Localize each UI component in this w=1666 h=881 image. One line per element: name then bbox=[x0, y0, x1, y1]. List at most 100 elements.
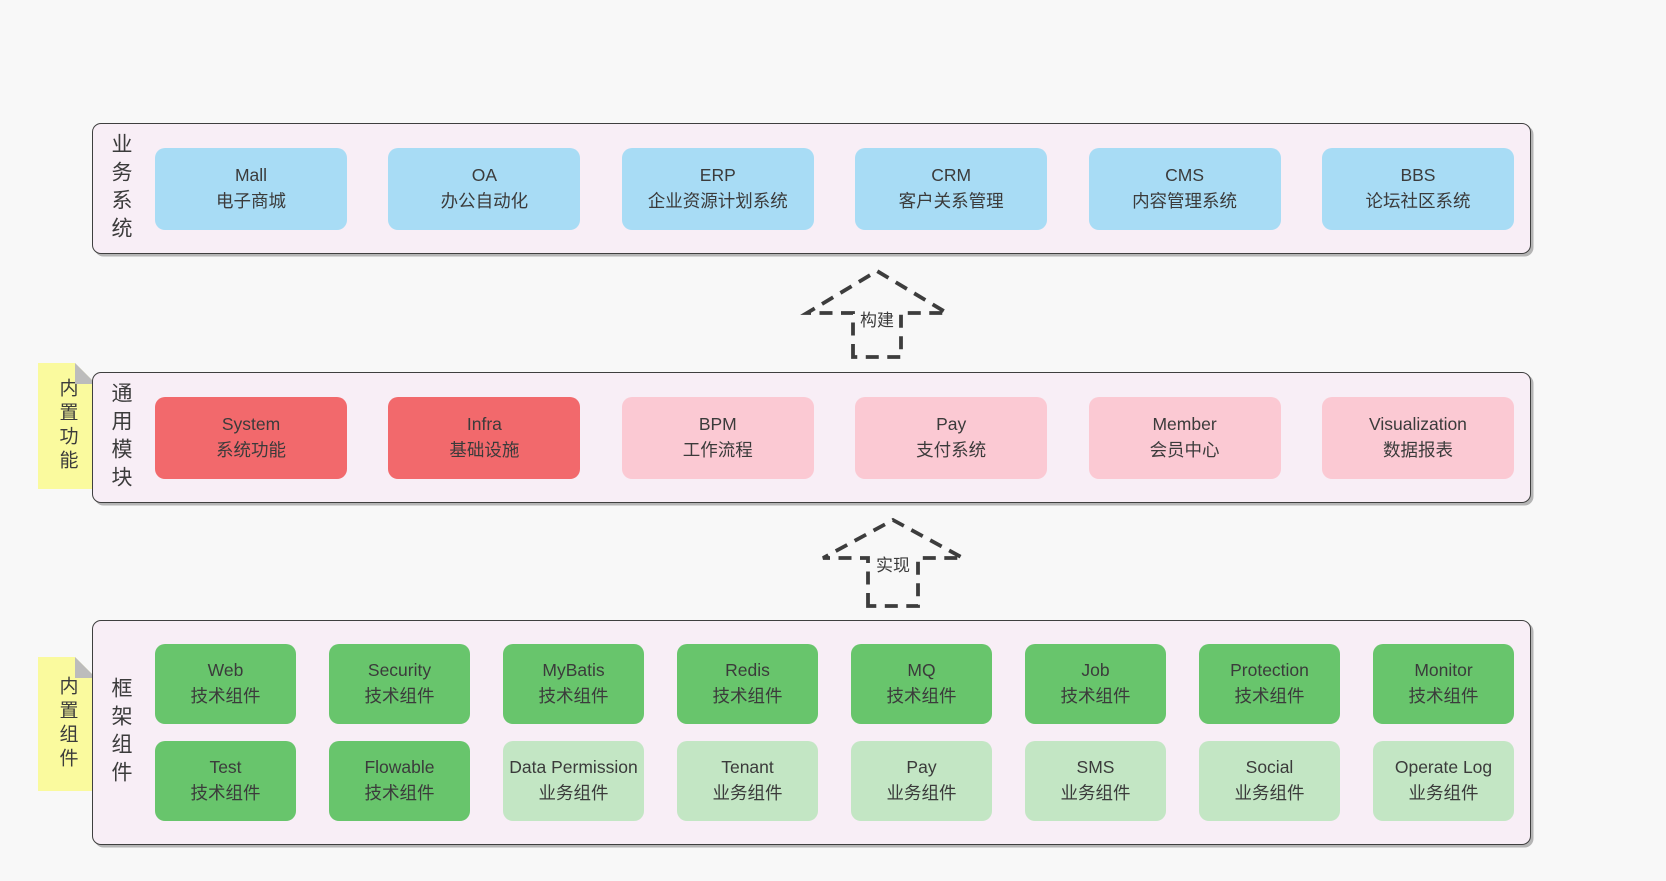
box-mall: Mall 电子商城 bbox=[155, 147, 347, 230]
layer-framework-components: 框架组件 Web 技术组件 Security 技术组件 MyBatis 技术组件… bbox=[92, 620, 1531, 845]
build-arrow-label: 构建 bbox=[856, 310, 898, 333]
box-subtitle: 企业资源计划系统 bbox=[647, 190, 788, 211]
sticky-note-label: 内置功能 bbox=[56, 378, 78, 474]
box-title: Pay bbox=[906, 757, 937, 778]
box-member: Member 会员中心 bbox=[1088, 396, 1281, 479]
box-subtitle: 技术组件 bbox=[886, 686, 957, 706]
box-subtitle: 系统功能 bbox=[216, 439, 286, 460]
box-pay: Pay 支付系统 bbox=[855, 396, 1048, 479]
box-title: Operate Log bbox=[1394, 757, 1493, 778]
box-subtitle: 技术组件 bbox=[1060, 686, 1131, 706]
box-title: CMS bbox=[1165, 164, 1204, 185]
box-subtitle: 业务组件 bbox=[886, 783, 957, 803]
box-bbs: BBS 论坛社区系统 bbox=[1321, 147, 1514, 230]
box-subtitle: 业务组件 bbox=[712, 783, 783, 803]
sticky-note-label: 内置组件 bbox=[56, 676, 78, 772]
box-protection: Protection 技术组件 bbox=[1199, 644, 1340, 724]
box-title: Redis bbox=[725, 660, 770, 681]
box-subtitle: 办公自动化 bbox=[440, 190, 529, 211]
box-flowable: Flowable 技术组件 bbox=[329, 741, 470, 821]
box-title: MQ bbox=[907, 660, 936, 681]
box-test: Test 技术组件 bbox=[155, 741, 296, 821]
box-subtitle: 数据报表 bbox=[1382, 439, 1453, 460]
box-title: OA bbox=[471, 164, 498, 185]
layer-business-systems: 业务系统 Mall 电子商城 OA 办公自动化 ERP 企业资源计划系统 CRM… bbox=[92, 123, 1531, 254]
box-subtitle: 工作流程 bbox=[682, 439, 753, 460]
box-title: Security bbox=[367, 660, 432, 681]
box-sms: SMS 业务组件 bbox=[1025, 741, 1166, 821]
box-monitor: Monitor 技术组件 bbox=[1373, 644, 1514, 724]
box-subtitle: 技术组件 bbox=[364, 686, 435, 706]
box-crm: CRM 客户关系管理 bbox=[855, 147, 1048, 230]
box-title: Tenant bbox=[721, 757, 774, 778]
box-infra: Infra 基础设施 bbox=[388, 396, 581, 479]
box-title: MyBatis bbox=[542, 660, 605, 681]
box-redis: Redis 技术组件 bbox=[677, 644, 818, 724]
box-subtitle: 内容管理系统 bbox=[1132, 190, 1238, 211]
box-title: Visualization bbox=[1368, 413, 1467, 434]
box-pay-biz: Pay 业务组件 bbox=[851, 741, 992, 821]
box-subtitle: 基础设施 bbox=[449, 439, 520, 460]
box-mq: MQ 技术组件 bbox=[851, 644, 992, 724]
box-subtitle: 业务组件 bbox=[538, 783, 609, 803]
box-subtitle: 客户关系管理 bbox=[898, 190, 1004, 211]
box-title: Pay bbox=[936, 413, 967, 434]
box-title: Job bbox=[1081, 660, 1110, 681]
box-web: Web 技术组件 bbox=[155, 644, 296, 724]
box-subtitle: 技术组件 bbox=[1408, 686, 1479, 706]
box-title: CRM bbox=[931, 164, 972, 185]
box-subtitle: 电子商城 bbox=[216, 190, 286, 211]
box-oa: OA 办公自动化 bbox=[388, 147, 581, 230]
box-subtitle: 业务组件 bbox=[1408, 783, 1479, 803]
box-bpm: BPM 工作流程 bbox=[621, 396, 814, 479]
box-subtitle: 论坛社区系统 bbox=[1365, 190, 1471, 211]
box-subtitle: 业务组件 bbox=[1060, 783, 1131, 803]
implement-arrow-up-icon bbox=[822, 517, 964, 608]
box-title: Member bbox=[1152, 413, 1217, 434]
box-title: Social bbox=[1245, 757, 1294, 778]
box-erp: ERP 企业资源计划系统 bbox=[621, 147, 814, 230]
box-mybatis: MyBatis 技术组件 bbox=[503, 644, 644, 724]
layer-label: 框架组件 bbox=[109, 676, 132, 789]
framework-row-1: Web 技术组件 Security 技术组件 MyBatis 技术组件 Redi… bbox=[155, 644, 1514, 724]
box-security: Security 技术组件 bbox=[329, 644, 470, 724]
sticky-note-builtin-components: 内置组件 bbox=[38, 657, 96, 791]
box-title: Flowable bbox=[364, 757, 435, 778]
box-title: Mall bbox=[234, 164, 268, 185]
box-title: Protection bbox=[1230, 660, 1309, 681]
box-tenant: Tenant 业务组件 bbox=[677, 741, 818, 821]
box-title: Infra bbox=[466, 413, 502, 434]
sticky-note-builtin-features: 内置功能 bbox=[38, 363, 96, 489]
build-arrow-up-icon bbox=[800, 268, 954, 359]
box-operate-log: Operate Log 业务组件 bbox=[1373, 741, 1514, 821]
box-data-permission: Data Permission 业务组件 bbox=[503, 741, 644, 821]
box-title: Web bbox=[207, 660, 244, 681]
layer-label: 通用模块 bbox=[109, 381, 132, 494]
box-subtitle: 会员中心 bbox=[1149, 439, 1220, 460]
layer-label: 业务系统 bbox=[109, 132, 132, 245]
box-subtitle: 支付系统 bbox=[916, 439, 987, 460]
box-title: ERP bbox=[699, 164, 736, 185]
box-title: System bbox=[221, 413, 281, 434]
box-title: BBS bbox=[1400, 164, 1436, 185]
box-system: System 系统功能 bbox=[155, 396, 347, 479]
box-subtitle: 技术组件 bbox=[538, 686, 609, 706]
box-title: Data Permission bbox=[509, 757, 638, 778]
box-title: Test bbox=[209, 757, 242, 778]
box-subtitle: 技术组件 bbox=[1234, 686, 1305, 706]
box-title: Monitor bbox=[1414, 660, 1473, 681]
framework-row-2: Test 技术组件 Flowable 技术组件 Data Permission … bbox=[155, 741, 1514, 821]
box-subtitle: 技术组件 bbox=[712, 686, 783, 706]
box-job: Job 技术组件 bbox=[1025, 644, 1166, 724]
box-subtitle: 技术组件 bbox=[364, 783, 435, 803]
box-title: SMS bbox=[1076, 757, 1115, 778]
common-module-boxes: System 系统功能 Infra 基础设施 BPM 工作流程 Pay 支付系统… bbox=[131, 396, 1514, 479]
implement-arrow-label: 实现 bbox=[872, 555, 914, 578]
box-subtitle: 技术组件 bbox=[190, 686, 261, 706]
framework-component-rows: Web 技术组件 Security 技术组件 MyBatis 技术组件 Redi… bbox=[131, 644, 1514, 821]
box-subtitle: 业务组件 bbox=[1234, 783, 1305, 803]
box-subtitle: 技术组件 bbox=[190, 783, 261, 803]
box-visualization: Visualization 数据报表 bbox=[1321, 396, 1514, 479]
box-cms: CMS 内容管理系统 bbox=[1088, 147, 1281, 230]
